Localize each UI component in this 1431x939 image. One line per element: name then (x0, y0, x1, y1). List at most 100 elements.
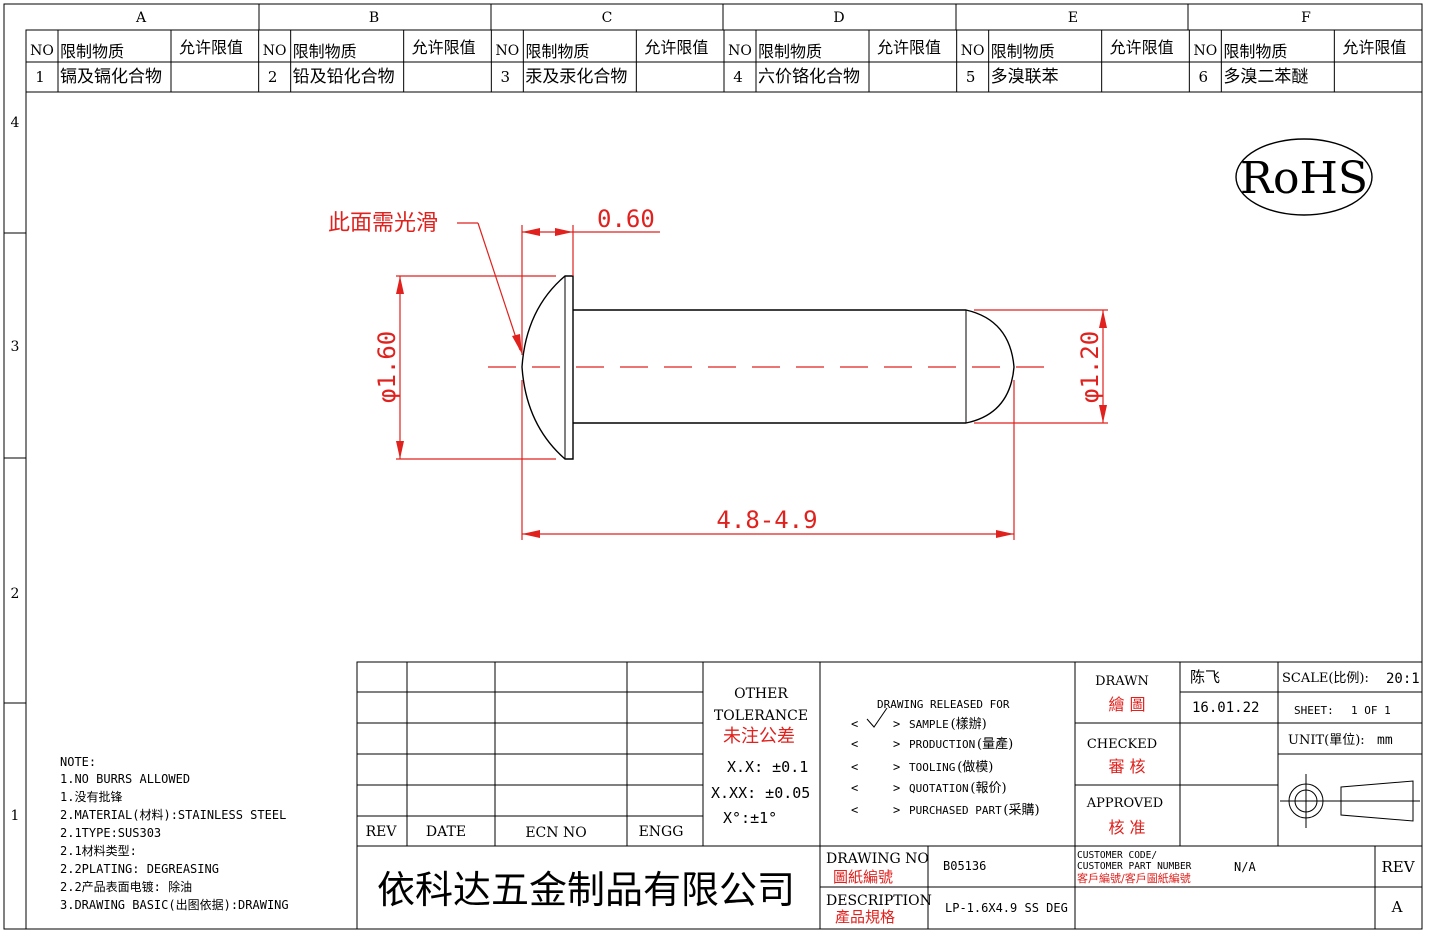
col-header-no: NO (495, 43, 519, 59)
substance-name: 多溴二苯醚 (1223, 67, 1308, 87)
release-bracket-close: > (893, 781, 900, 795)
customer-value: N/A (1234, 860, 1256, 874)
substance-name: 汞及汞化合物 (525, 67, 627, 87)
col-header-limit: 允许限值 (179, 38, 243, 57)
release-item-label[interactable]: SAMPLE (909, 718, 949, 731)
dimensions: 0.60 此面需光滑 φ1.60 φ1.20 4.8-4.9 (328, 205, 1108, 540)
tolerance-title-1: OTHER (734, 686, 788, 702)
date-header: DATE (426, 824, 466, 840)
title-block (356, 661, 1423, 930)
release-bracket-close: > (893, 737, 900, 751)
col-header-substance: 限制物质 (758, 42, 822, 61)
substance-no: 1 (35, 68, 45, 86)
substance-no: 5 (966, 68, 976, 86)
zone-row-3: 3 (11, 339, 20, 355)
scale-label: SCALE(比例): (1282, 671, 1369, 686)
zone-col-e: E (1068, 10, 1078, 26)
substance-name: 多溴联苯 (991, 67, 1059, 87)
zone-columns: A B C D E F (135, 4, 1311, 30)
engg-header: ENGG (639, 824, 684, 840)
zone-col-c: C (602, 10, 613, 26)
tolerance-angle: X°:±1° (723, 809, 777, 827)
tolerance-title-cn: 未注公差 (723, 726, 795, 747)
ecn-header: ECN NO (525, 825, 586, 841)
approved-label: APPROVED (1086, 796, 1163, 811)
col-header-no: NO (30, 43, 54, 59)
part-geometry (488, 275, 1050, 460)
drawing-no-label-cn: 圖紙編號 (833, 868, 893, 886)
dim-head-thk: 0.60 (597, 205, 655, 233)
tolerance-title-2: TOLERANCE (714, 708, 808, 724)
drawn-by: 陈飞 (1190, 668, 1220, 686)
col-header-limit: 允许限值 (644, 38, 708, 57)
col-header-no: NO (1193, 43, 1217, 59)
tolerance-xx: X.X: ±0.1 (727, 758, 808, 776)
col-header-no: NO (263, 43, 287, 59)
zone-col-a: A (135, 10, 147, 26)
release-item-label-cn: (量產) (977, 736, 1013, 752)
company-name: 依科达五金制品有限公司 (377, 868, 795, 912)
release-bracket-open: < (851, 717, 858, 731)
note-line-0: NOTE: (60, 755, 96, 769)
note-line-2: 1.没有批锋 (60, 789, 122, 804)
note-line-5: 2.1材料类型: (60, 844, 137, 858)
release-item-label[interactable]: QUOTATION (909, 782, 969, 795)
note-line-8: 3.DRAWING BASIC(出图依据):DRAWING (60, 897, 289, 912)
customer-label-cn: 客戶編號/客戶圖紙編號 (1077, 871, 1191, 885)
release-item-label-cn: (報价) (970, 781, 1006, 796)
release-item-label-cn: (做模) (957, 760, 993, 775)
col-header-limit: 允许限值 (1110, 38, 1174, 57)
note-line-4: 2.1TYPE:SUS303 (60, 826, 161, 840)
rohs-ellipse (1235, 138, 1373, 216)
release-bracket-close: > (893, 803, 900, 817)
release-bracket-close: > (893, 760, 900, 774)
unit-label: UNIT(單位): (1288, 733, 1365, 748)
sheet-label: SHEET: (1294, 704, 1334, 717)
release-title: DRAWING RELEASED FOR (877, 698, 1010, 711)
col-header-limit: 允许限值 (1342, 38, 1406, 57)
col-header-substance: 限制物质 (525, 42, 589, 61)
zone-col-b: B (369, 10, 379, 26)
release-item-label[interactable]: PURCHASED PART (909, 804, 1002, 817)
notes-block: NOTE: 1.NO BURRS ALLOWED 1.没有批锋 2.MATERI… (60, 755, 289, 912)
substance-no: 6 (1199, 68, 1209, 86)
zone-rows: 4 3 2 1 (4, 115, 26, 824)
col-header-substance: 限制物质 (293, 42, 357, 61)
rivet-shank (573, 309, 1015, 424)
dim-length: 4.8-4.9 (716, 506, 817, 534)
release-bracket-close: > (893, 717, 900, 731)
col-header-no: NO (961, 43, 985, 59)
description-label: DESCRIPTION (826, 893, 932, 909)
smooth-leader (477, 222, 521, 351)
note-line-1: 1.NO BURRS ALLOWED (60, 772, 190, 786)
rivet-head (521, 275, 574, 460)
zone-row-1: 1 (11, 808, 20, 824)
substance-no: 4 (733, 68, 743, 86)
note-line-7: 2.2产品表面电镀: 除油 (60, 879, 192, 894)
rohs-mark: RoHS (1240, 153, 1368, 204)
description-label-cn: 產品規格 (835, 908, 895, 926)
col-header-limit: 允许限值 (877, 38, 941, 57)
dim-head-dia: φ1.60 (373, 331, 401, 403)
note-line-3: 2.MATERIAL(材料):STAINLESS STEEL (60, 808, 286, 822)
col-header-no: NO (728, 43, 752, 59)
substance-name: 镉及镉化合物 (60, 67, 162, 87)
projection-symbol-icon (1280, 774, 1420, 828)
release-item-label[interactable]: TOOLING (909, 761, 955, 774)
substance-no: 2 (268, 68, 278, 86)
release-bracket-open: < (851, 781, 858, 795)
customer-label-2: CUSTOMER PART NUMBER (1077, 861, 1192, 872)
rev-header: REV (366, 824, 398, 840)
release-item-label[interactable]: PRODUCTION (909, 738, 975, 751)
substance-no: 3 (501, 68, 511, 86)
rev-value: A (1391, 898, 1403, 916)
release-item-label-cn: (樣辦) (951, 717, 987, 732)
drawn-label: DRAWN (1095, 674, 1149, 689)
customer-label-1: CUSTOMER CODE/ (1077, 850, 1157, 861)
substance-name: 六价铬化合物 (758, 67, 860, 87)
smooth-note: 此面需光滑 (328, 211, 438, 236)
col-header-substance: 限制物质 (991, 42, 1055, 61)
tolerance-xxx: X.XX: ±0.05 (711, 784, 810, 802)
